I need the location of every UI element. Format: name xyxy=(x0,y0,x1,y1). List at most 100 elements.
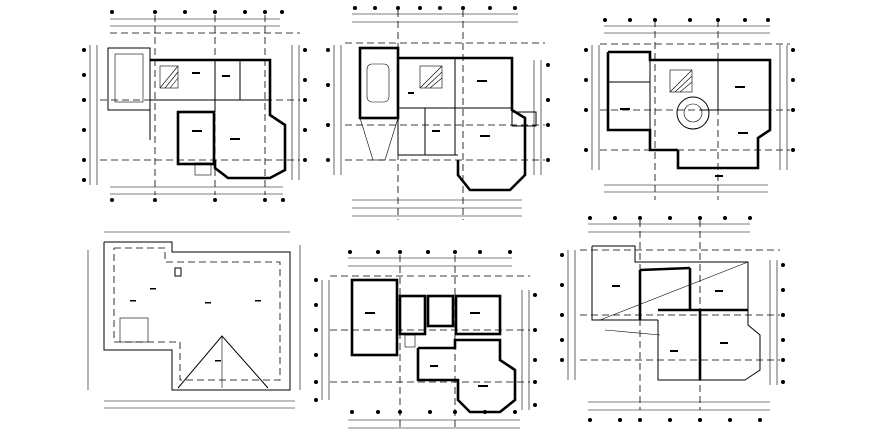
walls xyxy=(107,47,287,180)
grid-bubble xyxy=(426,250,430,254)
grid-bubble xyxy=(584,48,588,52)
grid-bubble xyxy=(560,253,564,257)
grid-bubble xyxy=(483,410,487,414)
floor-plan-3 xyxy=(591,20,790,200)
grid-bubble xyxy=(82,158,86,162)
grid-bubble xyxy=(533,403,537,407)
grid-bubble xyxy=(533,380,537,384)
grid-bubble xyxy=(281,198,285,202)
grid-bubble xyxy=(653,18,657,22)
room-labels xyxy=(192,72,240,140)
grid-bubble xyxy=(110,198,114,202)
grid-bubble xyxy=(546,63,550,67)
grid-bubble xyxy=(82,48,86,52)
grid-bubble xyxy=(110,10,114,14)
grid-bubble xyxy=(791,78,795,82)
grid-bubble xyxy=(348,250,352,254)
grid-bubble xyxy=(513,410,517,414)
grid-bubble xyxy=(326,158,330,162)
grid-bubble xyxy=(791,108,795,112)
slope-marks xyxy=(130,288,261,362)
grid-bubble xyxy=(82,178,86,182)
grid-bubble xyxy=(453,410,457,414)
walls xyxy=(350,278,517,414)
grid-bubble xyxy=(698,216,702,220)
room-labels xyxy=(620,86,748,177)
grid-bubble xyxy=(743,18,747,22)
grid-bubble xyxy=(758,418,762,422)
grid-bubble xyxy=(533,328,537,332)
grid-bubble xyxy=(588,418,592,422)
grid-bubble xyxy=(314,398,318,402)
grid-bubble xyxy=(781,338,785,342)
grid-bubble xyxy=(688,18,692,22)
grid-bubble xyxy=(791,148,795,152)
grid-bubble xyxy=(533,358,537,362)
grid-axes xyxy=(345,10,545,220)
grid-bubble xyxy=(303,128,307,132)
grid-bubble xyxy=(560,283,564,287)
grid-bubble-markers xyxy=(82,6,795,422)
grid-axes xyxy=(330,255,530,430)
grid-bubble xyxy=(584,148,588,152)
grid-bubble xyxy=(560,313,564,317)
grid-bubble xyxy=(326,123,330,127)
dimension-lines xyxy=(333,13,542,217)
grid-bubble xyxy=(280,10,284,14)
grid-bubble xyxy=(723,216,727,220)
grid-bubble xyxy=(243,10,247,14)
grid-bubble xyxy=(418,6,422,10)
grid-bubble xyxy=(584,78,588,82)
walls xyxy=(358,46,537,192)
floor-plan-6 xyxy=(567,220,780,411)
grid-bubble xyxy=(546,123,550,127)
grid-bubble xyxy=(263,10,267,14)
grid-bubble xyxy=(766,18,770,22)
grid-bubble xyxy=(263,198,267,202)
grid-bubble xyxy=(628,18,632,22)
grid-bubble xyxy=(588,216,592,220)
grid-bubble xyxy=(303,48,307,52)
roof-outline xyxy=(103,241,291,391)
grid-bubble xyxy=(353,6,357,10)
grid-bubble xyxy=(781,358,785,362)
grid-bubble xyxy=(781,380,785,384)
roof-plan-4 xyxy=(87,231,301,409)
grid-bubble xyxy=(508,250,512,254)
grid-bubble xyxy=(716,18,720,22)
grid-bubble xyxy=(603,18,607,22)
grid-bubble xyxy=(303,78,307,82)
grid-bubble xyxy=(303,158,307,162)
grid-bubble xyxy=(314,380,318,384)
grid-bubble xyxy=(560,358,564,362)
grid-bubble xyxy=(478,250,482,254)
walls xyxy=(606,50,772,170)
grid-bubble xyxy=(560,338,564,342)
grid-bubble xyxy=(314,303,318,307)
grid-bubble xyxy=(781,263,785,267)
grid-bubble xyxy=(303,98,307,102)
dimension-lines xyxy=(87,231,301,409)
grid-bubble xyxy=(533,293,537,297)
grid-bubble xyxy=(326,83,330,87)
grid-bubble xyxy=(398,250,402,254)
grid-bubble xyxy=(82,128,86,132)
dimension-lines xyxy=(321,257,530,429)
grid-bubble xyxy=(398,410,402,414)
walls xyxy=(591,245,761,381)
floor-plan-1 xyxy=(89,15,300,195)
grid-bubble xyxy=(314,353,318,357)
grid-bubble xyxy=(82,73,86,77)
grid-bubble xyxy=(153,10,157,14)
grid-bubble xyxy=(613,216,617,220)
grid-bubble xyxy=(546,98,550,102)
grid-bubble xyxy=(376,250,380,254)
grid-bubble xyxy=(638,418,642,422)
dimension-lines xyxy=(591,25,788,193)
room-labels xyxy=(612,285,728,352)
grid-bubble xyxy=(488,6,492,10)
grid-bubble xyxy=(213,198,217,202)
grid-bubble xyxy=(668,418,672,422)
grid-bubble xyxy=(728,418,732,422)
grid-bubble xyxy=(638,216,642,220)
